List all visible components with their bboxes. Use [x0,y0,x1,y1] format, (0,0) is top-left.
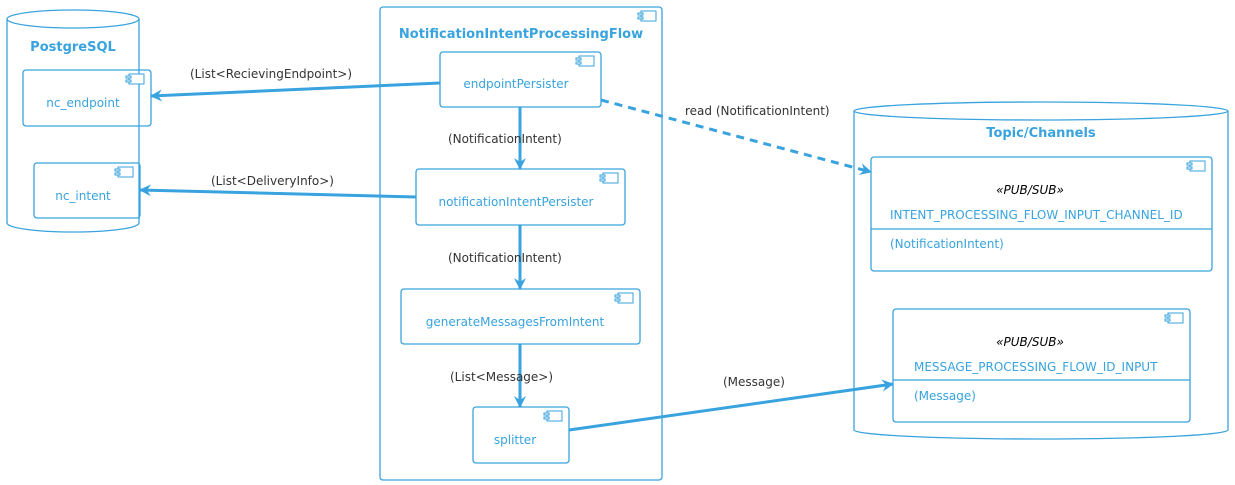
edge-label-generate-splitter: (List<Message>) [450,370,553,384]
edge-label-intent-generate: (NotificationIntent) [448,251,562,265]
edge-label-splitter-channel: (Message) [723,375,785,389]
nc-endpoint-label: nc_endpoint [46,96,120,110]
component-icon [599,172,619,184]
intent-channel-payload: (NotificationIntent) [890,237,1004,251]
intent-channel-name: INTENT_PROCESSING_FLOW_INPUT_CHANNEL_ID [890,208,1183,222]
component-icon [1164,312,1184,324]
component-icon [543,410,563,422]
notification-intent-persister-label: notificationIntentPersister [438,195,593,209]
flow-title: NotificationIntentProcessingFlow [399,27,643,42]
edge-endpoint-to-db [150,81,441,102]
component-icon [1186,160,1206,172]
component-icon [614,292,634,304]
nc-intent-label: nc_intent [55,189,111,203]
component-icon [114,166,134,178]
intent-channel-box [870,156,1213,272]
splitter-label: splitter [494,433,536,447]
message-channel-name: MESSAGE_PROCESSING_FLOW_ID_INPUT [914,360,1158,374]
edge-label-persister-intent: (NotificationIntent) [448,132,562,146]
generate-messages-label: generateMessagesFromIntent [426,315,605,329]
endpoint-persister-label: endpointPersister [463,77,568,91]
edge-label-intent-db: (List<DeliveryInfo>) [211,174,334,188]
channel-stereotype: «PUB/SUB» [996,335,1064,349]
postgres-title: PostgreSQL [30,40,116,55]
edge-label-read: read (NotificationIntent) [685,104,830,118]
channel-stereotype: «PUB/SUB» [996,183,1064,197]
component-icon [125,73,145,85]
message-channel-box [892,308,1191,423]
component-icon [575,55,595,67]
flow-container [379,6,663,481]
topics-database [853,101,1229,440]
topics-title: Topic/Channels [986,126,1096,141]
edge-label-endpoint: (List<RecievingEndpoint>) [190,67,352,81]
edge-intent-to-db [139,184,417,199]
edge-read-channel [600,98,872,175]
edge-splitter-to-channel [568,379,894,432]
postgres-database [6,9,140,233]
component-icon [637,10,657,22]
message-channel-payload: (Message) [914,389,976,403]
